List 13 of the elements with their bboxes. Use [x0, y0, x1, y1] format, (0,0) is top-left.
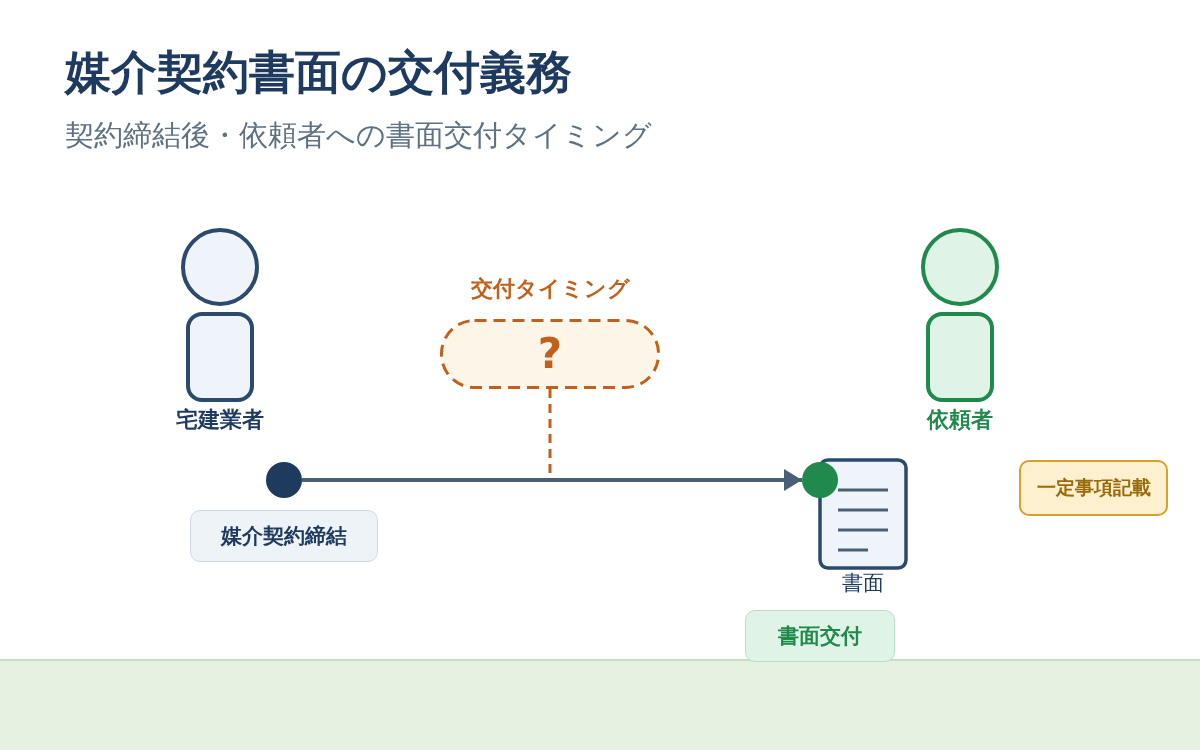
document-label: 書面 — [842, 570, 884, 596]
timeline-arrow — [302, 469, 802, 491]
timing-heading: 交付タイミング — [470, 275, 630, 303]
title: 媒介契約書面の交付義務 — [65, 44, 572, 100]
subtitle: 契約締結後・依頼者への書面交付タイミング — [65, 117, 652, 154]
question-mark: ? — [537, 332, 563, 376]
actor-label: 宅建業者 — [176, 406, 264, 434]
timeline-dot — [266, 462, 302, 498]
timeline-dot — [802, 462, 838, 498]
actor-label: 依頼者 — [927, 406, 993, 434]
step-tag: 書面交付 — [745, 610, 895, 662]
step-tag: 一定事項記載 — [1019, 460, 1168, 516]
step-tag: 媒介契約締結 — [190, 510, 378, 562]
